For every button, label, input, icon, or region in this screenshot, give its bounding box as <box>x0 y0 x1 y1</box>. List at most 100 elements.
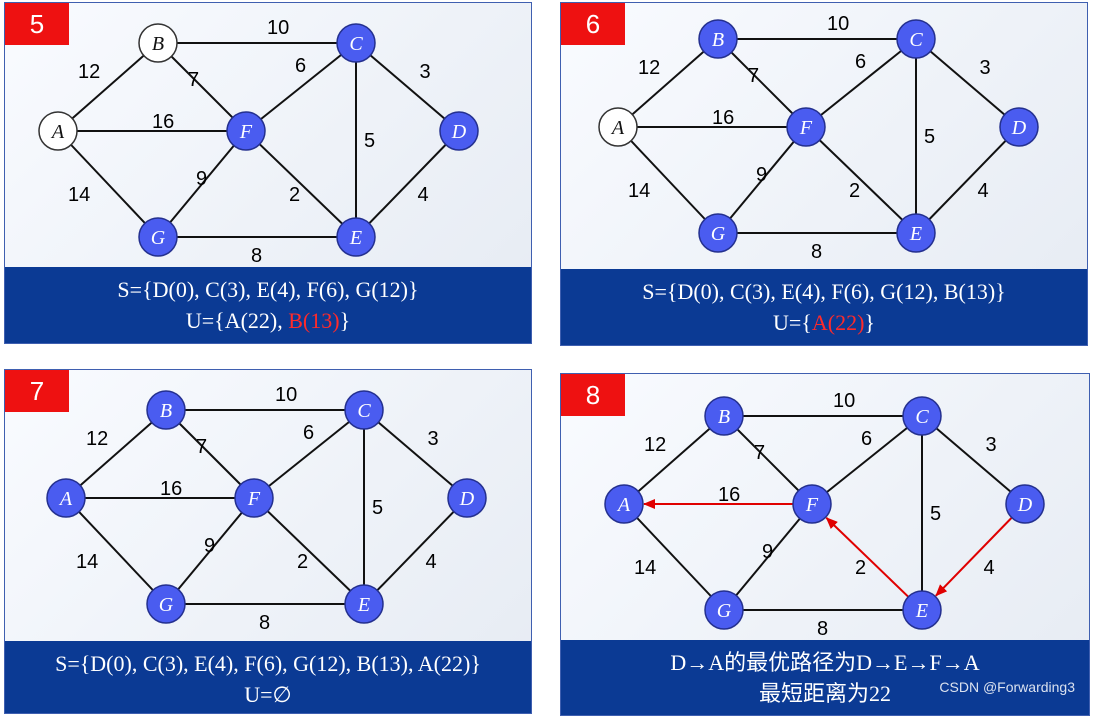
caption-line-2: 最短距离为22 <box>561 678 1089 709</box>
node-label-f: F <box>799 117 813 139</box>
node-f <box>792 484 832 524</box>
node-c <box>896 19 936 59</box>
node-label-d: D <box>1017 494 1033 516</box>
edge-weight-ce: 5 <box>930 503 941 525</box>
edge-weight-bc: 10 <box>275 384 297 406</box>
edge-fe <box>245 130 357 238</box>
node-label-g: G <box>151 227 166 249</box>
node-label-b: B <box>712 29 724 51</box>
node-g <box>698 213 738 253</box>
caption-line-2-end: } <box>339 308 351 333</box>
edge-ab <box>57 42 159 132</box>
caption-line-2-text: U=∅ <box>244 682 292 707</box>
edge-weight-ab: 12 <box>78 61 100 83</box>
edge-fe <box>253 497 365 605</box>
edge-cd <box>921 415 1026 505</box>
edge-fg <box>165 497 255 605</box>
edge-ab <box>623 415 725 505</box>
node-b <box>138 23 178 63</box>
node-label-c: C <box>909 29 923 51</box>
caption-line-1: S={D(0), C(3), E(4), F(6), G(12), B(13),… <box>55 651 481 676</box>
edge-weight-af: 16 <box>718 484 740 506</box>
step-badge: 5 <box>5 3 69 45</box>
node-label-f: F <box>239 121 253 143</box>
edge-weight-ag: 14 <box>634 557 656 579</box>
edge-weight-de: 4 <box>426 551 437 573</box>
node-label-c: C <box>915 406 929 428</box>
watermark: CSDN @Forwarding3 <box>939 679 1075 695</box>
node-d <box>999 107 1039 147</box>
node-label-c: C <box>349 33 363 55</box>
edge-ab <box>65 409 167 499</box>
edge-fg <box>723 503 813 611</box>
edge-weight-fg: 9 <box>756 164 767 186</box>
node-b <box>698 19 738 59</box>
path-edge-fe <box>825 517 910 598</box>
edge-weight-cf: 6 <box>855 51 866 73</box>
caption-line-1: S={D(0), C(3), E(4), F(6), G(12), B(13)} <box>642 279 1006 304</box>
node-label-e: E <box>357 594 370 616</box>
node-label-a: A <box>616 494 631 516</box>
edge-weight-cf: 6 <box>295 55 306 77</box>
edge-weight-cd: 3 <box>428 428 439 450</box>
node-label-b: B <box>160 400 172 422</box>
node-a <box>598 107 638 147</box>
node-label-c: C <box>357 400 371 422</box>
edge-weight-ab: 12 <box>638 57 660 79</box>
edge-cf <box>805 38 917 128</box>
edge-weight-bc: 10 <box>267 17 289 39</box>
edge-weight-ge: 8 <box>811 241 822 263</box>
caption-box: S={D(0), C(3), E(4), F(6), G(12), B(13)}… <box>561 269 1087 345</box>
node-label-e: E <box>349 227 362 249</box>
node-f <box>786 107 826 147</box>
node-label-a: A <box>58 488 73 510</box>
edge-weight-fe: 2 <box>289 184 300 206</box>
node-c <box>344 390 384 430</box>
caption-line-2-text: U={A(22), <box>185 308 289 333</box>
caption-box: S={D(0), C(3), E(4), F(6), G(12)} U={A(2… <box>5 267 531 343</box>
edge-cf <box>245 42 357 132</box>
caption-highlight: B(13) <box>288 308 340 333</box>
edge-weight-de: 4 <box>418 184 429 206</box>
node-a <box>38 111 78 151</box>
edge-cf <box>253 409 365 499</box>
edge-weight-ce: 5 <box>924 126 935 148</box>
edge-weight-ce: 5 <box>372 497 383 519</box>
edge-fe <box>805 126 917 234</box>
edge-weight-cf: 6 <box>861 428 872 450</box>
edge-weight-bf: 7 <box>754 442 765 464</box>
node-label-f: F <box>805 494 819 516</box>
edge-weight-bf: 7 <box>748 65 759 87</box>
edge-weight-ab: 12 <box>86 428 108 450</box>
edge-bf <box>717 38 807 128</box>
caption-line-2: U=∅ <box>5 679 531 710</box>
node-b <box>704 396 744 436</box>
edge-ag <box>65 497 167 605</box>
node-f <box>226 111 266 151</box>
edge-weight-ag: 14 <box>68 184 90 206</box>
edge-weight-af: 16 <box>712 107 734 129</box>
node-label-e: E <box>915 600 928 622</box>
node-label-g: G <box>717 600 732 622</box>
node-label-f: F <box>247 488 261 510</box>
edge-weight-af: 16 <box>160 478 182 500</box>
edge-fg <box>717 126 807 234</box>
node-label-g: G <box>711 223 726 245</box>
node-label-d: D <box>459 488 475 510</box>
edge-weight-fe: 2 <box>297 551 308 573</box>
node-g <box>704 590 744 630</box>
edge-bf <box>165 409 255 499</box>
caption-line-2-text: 最短距离为22 <box>758 681 891 706</box>
edge-ag <box>617 126 719 234</box>
step-badge: 8 <box>561 374 625 416</box>
edge-weight-bc: 10 <box>827 13 849 35</box>
caption-line-2: U={A(22)} <box>561 307 1087 338</box>
caption-box: S={D(0), C(3), E(4), F(6), G(12), B(13),… <box>5 641 531 713</box>
